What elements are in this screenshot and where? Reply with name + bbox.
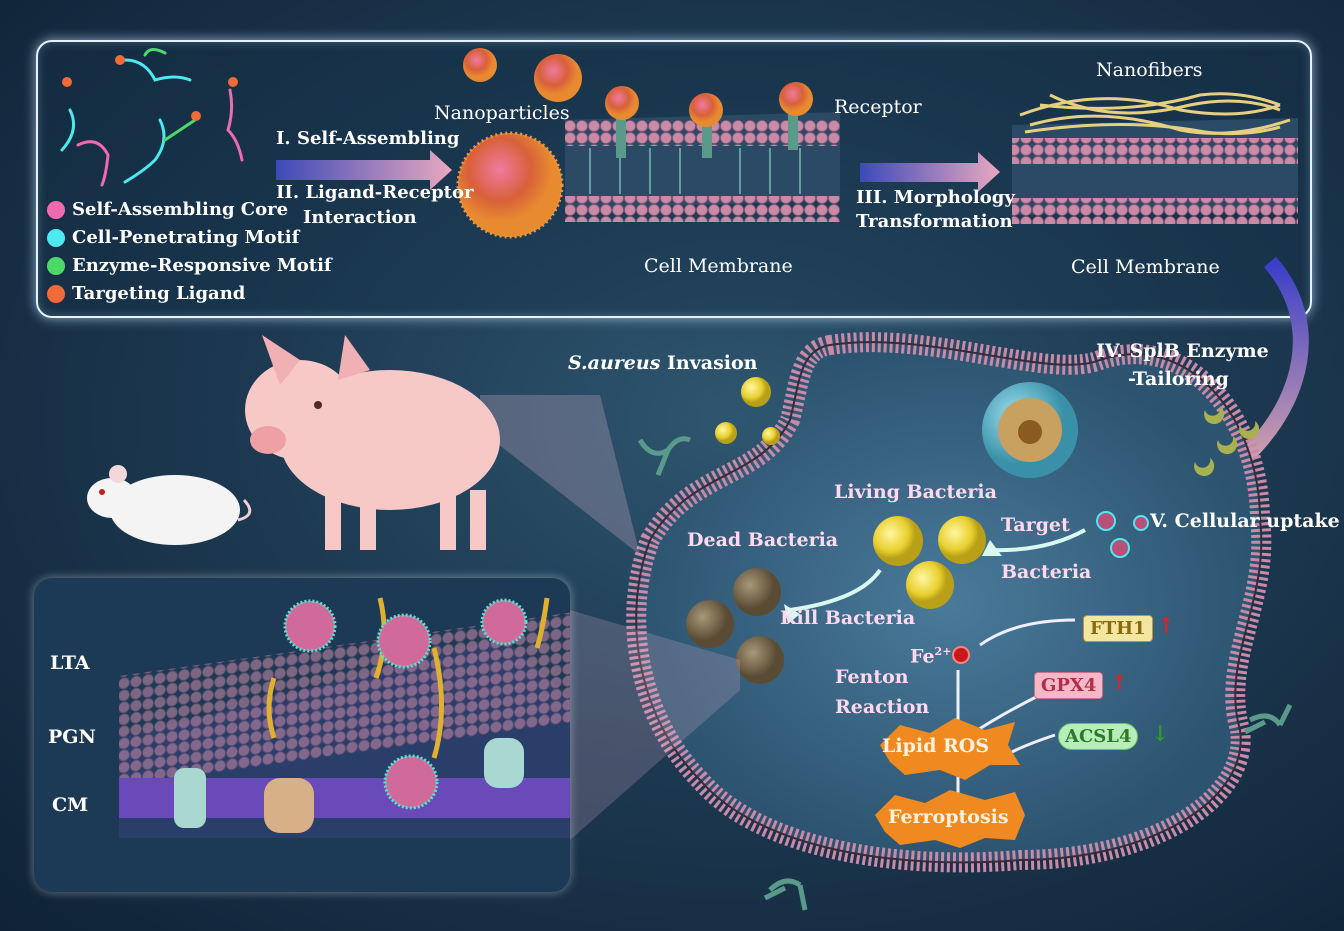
arrow-target — [989, 528, 1086, 553]
peptide-strands — [60, 48, 244, 187]
dead-bacterium-3 — [736, 636, 784, 684]
cell-membrane-1 — [565, 82, 840, 222]
fenton-label-line2: Reaction — [835, 696, 930, 718]
kill-bacteria-label: Kill Bacteria — [780, 607, 916, 629]
legend-dots — [47, 201, 65, 303]
crescent-particles — [1194, 406, 1260, 477]
legend-self-assembling-core: Self-Assembling Core — [72, 199, 289, 220]
fth1-tag: FTH1 — [1083, 615, 1153, 642]
invasion-word: Invasion — [667, 352, 758, 374]
cell-membrane-2 — [1012, 92, 1298, 224]
lta-label: LTA — [50, 652, 90, 674]
small-nanoparticle-2 — [534, 54, 582, 102]
arrow-morphology — [860, 152, 1000, 192]
dead-bacterium-2 — [686, 600, 734, 648]
dead-bacteria-label: Dead Bacteria — [687, 529, 839, 551]
pgn-label: PGN — [48, 726, 96, 748]
lipid-ros-burst — [880, 718, 1020, 780]
step-2-label-line1: II. Ligand-Receptor — [276, 182, 474, 203]
surface-receptors — [637, 436, 1293, 911]
step-4-label-line2: -Tailoring — [1128, 368, 1229, 390]
invasion-species: S.aureus — [568, 352, 661, 374]
lipid-ros-label: Lipid ROS — [882, 735, 990, 757]
living-bacteria-label: Living Bacteria — [834, 481, 997, 503]
bacterial-wall-inset: LTA PGN CM — [34, 578, 570, 892]
nanofibers-label: Nanofibers — [1096, 59, 1203, 81]
living-bacterium-1 — [873, 516, 923, 566]
nanoparticles-label: Nanoparticles — [434, 102, 570, 124]
legend-cell-penetrating-motif: Cell-Penetrating Motif — [72, 227, 300, 248]
step-3-label-line1: III. Morphology — [856, 187, 1015, 208]
invasion-label: S.aureus Invasion — [568, 354, 758, 373]
zoom-funnel-inset — [570, 610, 740, 840]
arrow-self-assembly — [276, 150, 452, 190]
fenton-label-line1: Fenton — [835, 666, 909, 688]
dead-bacterium-1 — [733, 568, 781, 616]
target-label-line2: Bacteria — [1001, 561, 1092, 583]
ferroptosis-burst — [875, 790, 1025, 848]
acsl4-tag: ACSL4 — [1058, 723, 1139, 750]
big-nanoparticle — [456, 131, 564, 239]
rat-illustration — [87, 465, 252, 545]
fe-superscript: 2+ — [934, 645, 952, 658]
legend-enzyme-responsive-motif: Enzyme-Responsive Motif — [72, 255, 332, 276]
cell-membrane-label-1: Cell Membrane — [644, 255, 793, 277]
receptor-label: Receptor — [834, 96, 922, 118]
zoom-funnel-pig — [480, 395, 640, 555]
fe-text: Fe — [910, 645, 935, 668]
step-5-label: V. Cellular uptake — [1150, 510, 1340, 532]
fth1-up-arrow: ↑ — [1157, 613, 1176, 639]
living-bacterium-2 — [938, 516, 986, 564]
gpx4-up-arrow: ↑ — [1110, 670, 1129, 696]
step-1-label: I. Self-Assembling — [276, 128, 460, 149]
inset-illustration — [119, 597, 570, 838]
step-4-label-line1: IV. SplB Enzyme — [1096, 340, 1269, 362]
pig-illustration — [245, 335, 500, 550]
acsl4-down-arrow: ↓ — [1151, 721, 1170, 747]
step-2-label-line2: Interaction — [303, 207, 417, 228]
step-3-label-line2: Transformation — [856, 211, 1013, 232]
gpx4-tag: GPX4 — [1034, 672, 1104, 699]
cell-membrane-label-2: Cell Membrane — [1071, 256, 1220, 278]
legend-targeting-ligand: Targeting Ligand — [72, 283, 246, 304]
iron-ion — [952, 646, 970, 664]
cm-label: CM — [52, 794, 89, 816]
target-label-line1: Target — [1001, 514, 1070, 536]
fe-label: Fe2+ — [910, 646, 951, 666]
small-nanoparticle-1 — [463, 48, 497, 82]
host-cell — [626, 332, 1272, 873]
living-bacterium-3 — [906, 561, 954, 609]
arrow-kill — [789, 568, 882, 612]
ferroptosis-label: Ferroptosis — [888, 806, 1009, 828]
